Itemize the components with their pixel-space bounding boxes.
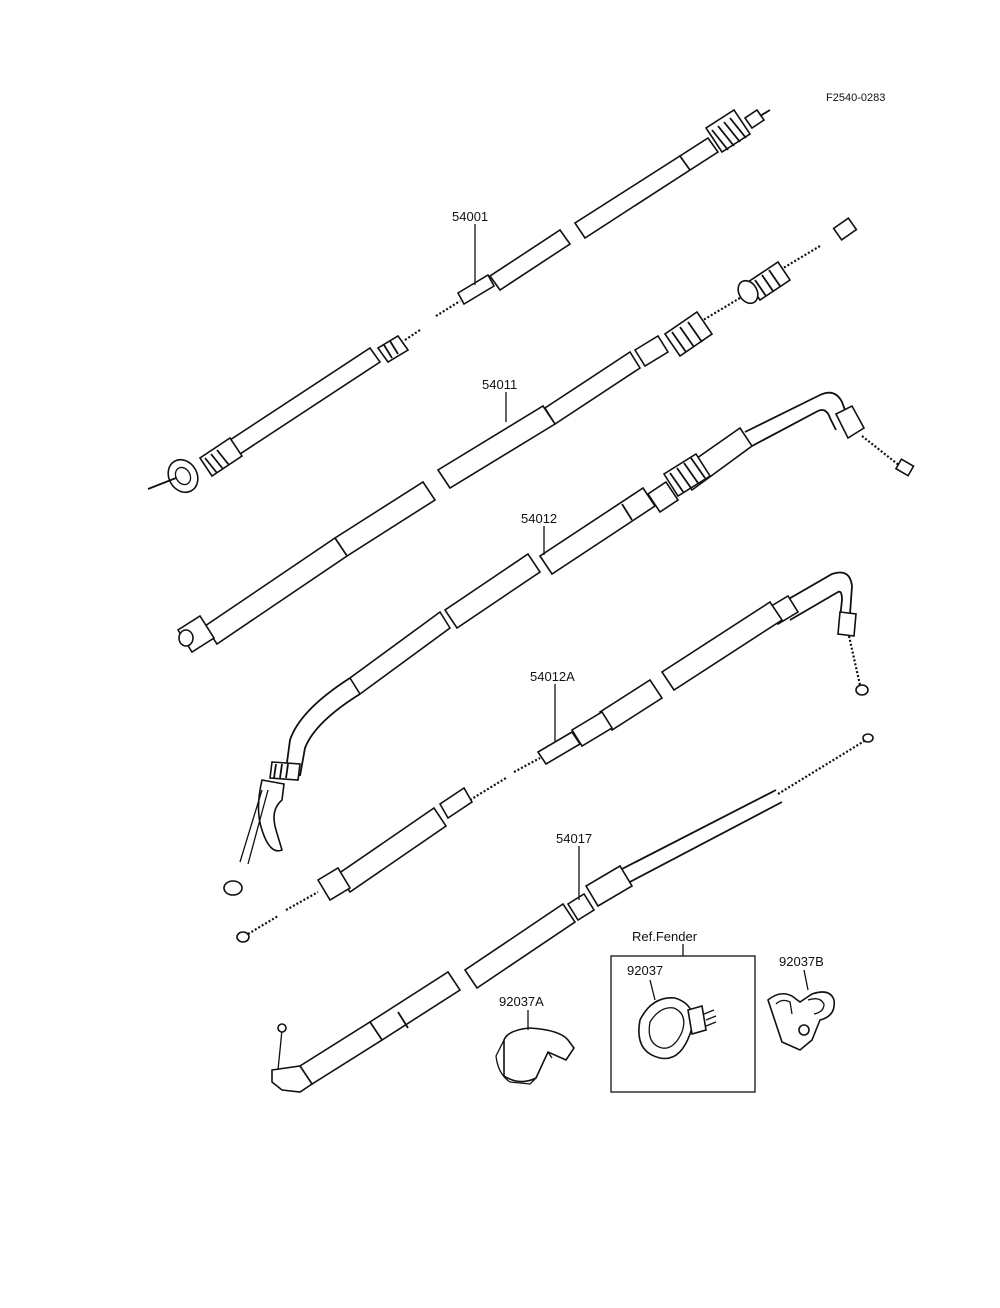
clip-92037B (767, 991, 836, 1051)
reference-label: Ref.Fender (632, 929, 698, 944)
clamp-92037A (495, 1027, 575, 1085)
leader-92037B (803, 969, 809, 991)
cable-54012 (223, 391, 915, 896)
cable-54011 (176, 216, 858, 654)
leader-92037 (649, 979, 656, 1001)
part-label-92037A: 92037A (499, 994, 544, 1009)
grommet-92037 (638, 997, 717, 1060)
part-label-54012: 54012 (521, 511, 557, 526)
part-label-92037: 92037 (627, 963, 663, 978)
cable-54001 (147, 108, 771, 494)
part-label-54017: 54017 (556, 831, 592, 846)
part-label-54012A: 54012A (530, 669, 575, 684)
cable-54012A (236, 571, 869, 943)
part-label-92037B: 92037B (779, 954, 824, 969)
part-label-54001: 54001 (452, 209, 488, 224)
cable-54017 (271, 733, 874, 1093)
diagram-code: F2540-0283 (826, 92, 885, 104)
part-label-54011: 54011 (482, 377, 517, 392)
